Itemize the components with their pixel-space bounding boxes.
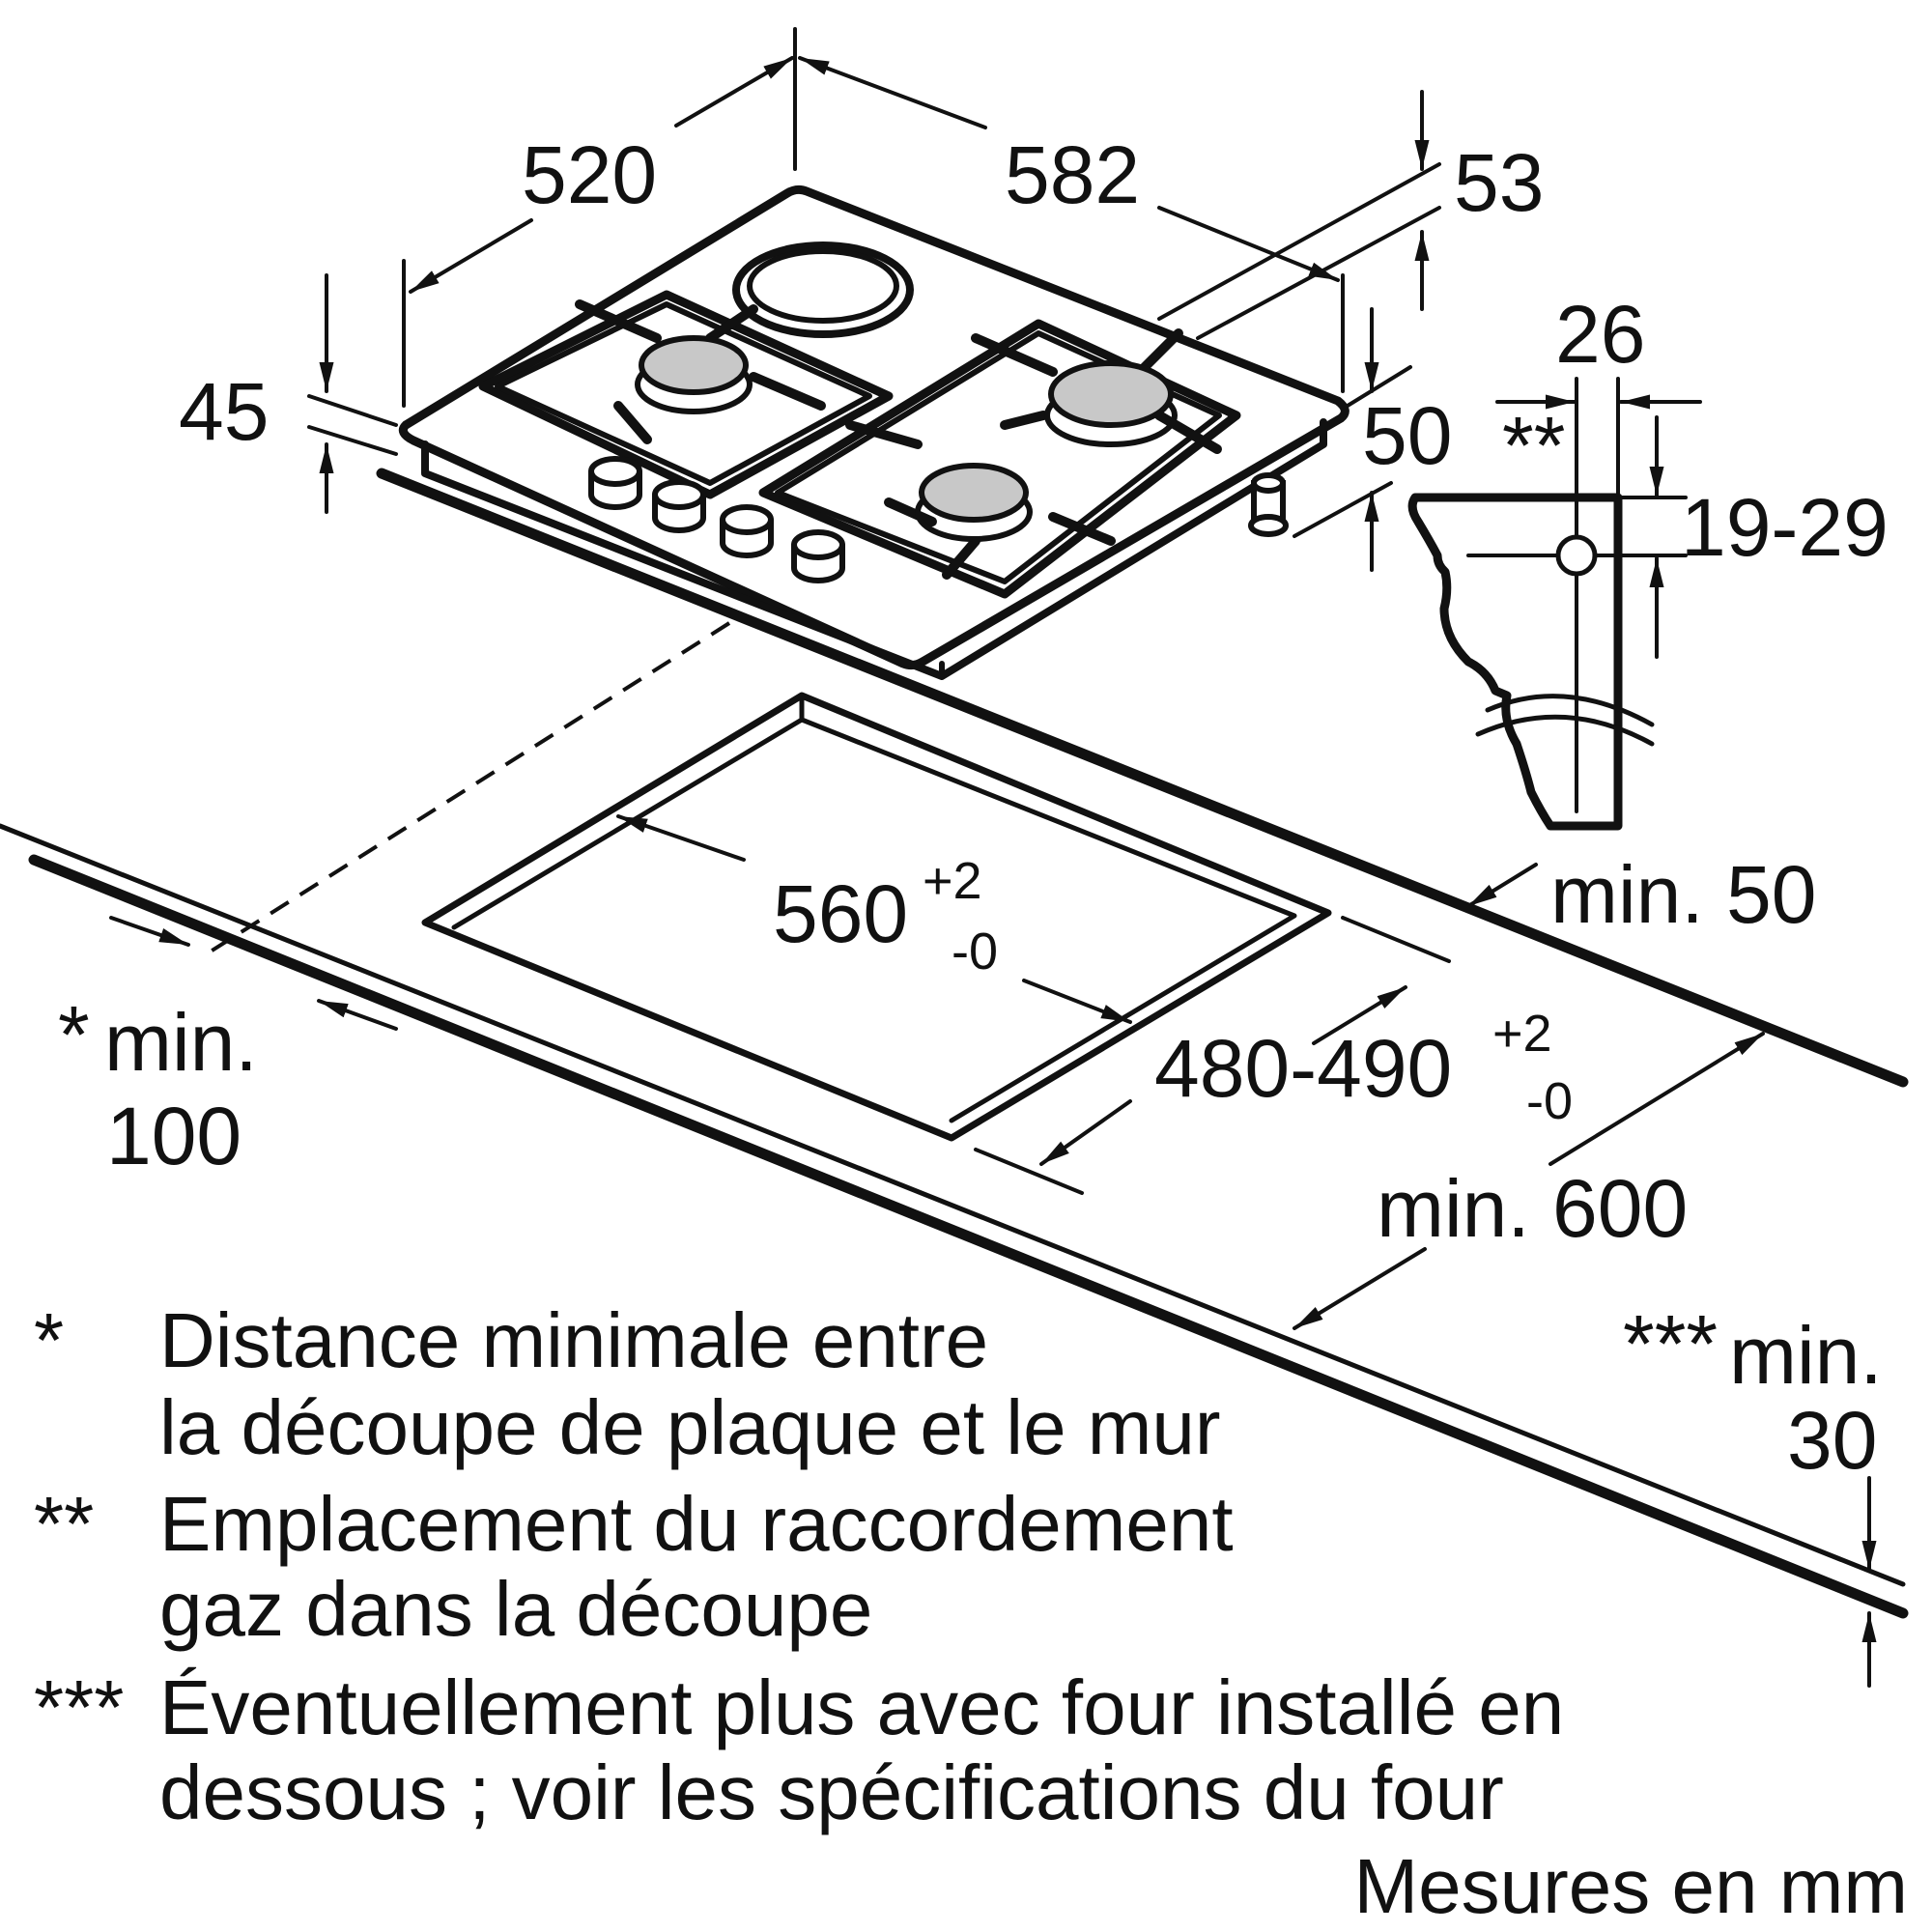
note-1-marker: *: [34, 1297, 64, 1383]
hob-drawing: [398, 185, 1350, 680]
rear-burner-ring: [732, 242, 914, 338]
worktop-front-top-edge: [0, 823, 1906, 1587]
control-knobs: [588, 456, 845, 583]
legend-notes: * Distance minimale entre la découpe de …: [34, 1297, 1908, 1929]
note-2-marker: **: [34, 1481, 94, 1567]
note-2-line2: gaz dans la découpe: [159, 1566, 872, 1652]
dim-worktop-thickness-marker: ***: [1623, 1298, 1718, 1389]
dim-worktop-thickness-line1: min.: [1729, 1310, 1883, 1401]
note-3-line2: dessous ; voir les spécifications du fou…: [159, 1749, 1504, 1835]
knob-3: [720, 504, 774, 558]
pan-support-right: [758, 319, 1241, 599]
note-3-line1: Éventuellement plus avec four installé e…: [159, 1664, 1564, 1750]
dim-cutout-width-tol-minus: -0: [952, 923, 998, 980]
worktop-front-bottom-edge: [28, 854, 1909, 1619]
dim-width: 582: [1005, 129, 1140, 220]
dim-connector-offset: 26: [1555, 289, 1645, 380]
dim-cutout-depth-tol-minus: -0: [1526, 1072, 1573, 1130]
burner-rear-left: [635, 335, 753, 414]
note-1: * Distance minimale entre la découpe de …: [34, 1297, 1221, 1470]
dim-front-clearance-line2: 100: [106, 1091, 242, 1181]
knob-2: [652, 479, 706, 533]
dim-height-front: 45: [179, 366, 269, 457]
note-3: *** Éventuellement plus avec four instal…: [34, 1664, 1564, 1835]
dim-worktop-depth: min. 600: [1377, 1163, 1688, 1254]
dim-depth: 520: [522, 129, 657, 220]
dim-top-offset: 53: [1454, 137, 1544, 228]
dim-worktop-thickness-line2: 30: [1787, 1395, 1877, 1486]
worktop-rear-edge: [376, 468, 1909, 1088]
dimension-labels: 520 582 53 45 50 26 ** 19-29 min. 50 560…: [58, 129, 1889, 1486]
dimension-lines: [109, 27, 1877, 1688]
hob-top-plate: [398, 185, 1350, 670]
dim-front-clearance-marker: *: [58, 989, 90, 1080]
worktop-section-profile: [1407, 493, 1623, 831]
dim-height-rear: 50: [1362, 390, 1452, 481]
worktop: [0, 468, 1909, 1619]
units-label: Mesures en mm: [1354, 1843, 1908, 1929]
pan-support-left: [478, 290, 894, 499]
dim-connector-marker: **: [1502, 400, 1565, 491]
dim-front-clearance-line1: min.: [104, 997, 258, 1088]
note-1-line2: la découpe de plaque et le mur: [159, 1384, 1221, 1470]
section-detail: [1407, 377, 1702, 831]
note-1-line1: Distance minimale entre: [159, 1297, 988, 1383]
note-2-line1: Emplacement du raccordement: [159, 1481, 1234, 1567]
dim-cutout-width: 560: [773, 868, 908, 959]
dim-wall-clearance: min. 50: [1550, 849, 1816, 940]
pan-support-fingers: [575, 299, 1222, 580]
gas-connector: [1248, 472, 1289, 537]
knob-4: [791, 529, 845, 583]
knob-1: [588, 456, 642, 510]
dim-cutout-depth: 480-490: [1154, 1023, 1452, 1114]
burner-front: [915, 463, 1033, 542]
burner-right: [1044, 360, 1178, 447]
dim-cutout-depth-tol-plus: +2: [1492, 1005, 1552, 1063]
dim-connector-height: 19-29: [1681, 482, 1889, 573]
gas-connection-point: [1555, 534, 1598, 577]
note-2: ** Emplacement du raccordement gaz dans …: [34, 1481, 1234, 1652]
note-3-marker: ***: [34, 1664, 124, 1750]
dim-cutout-width-tol-plus: +2: [923, 852, 982, 910]
cutout-outer: [421, 692, 1332, 1142]
